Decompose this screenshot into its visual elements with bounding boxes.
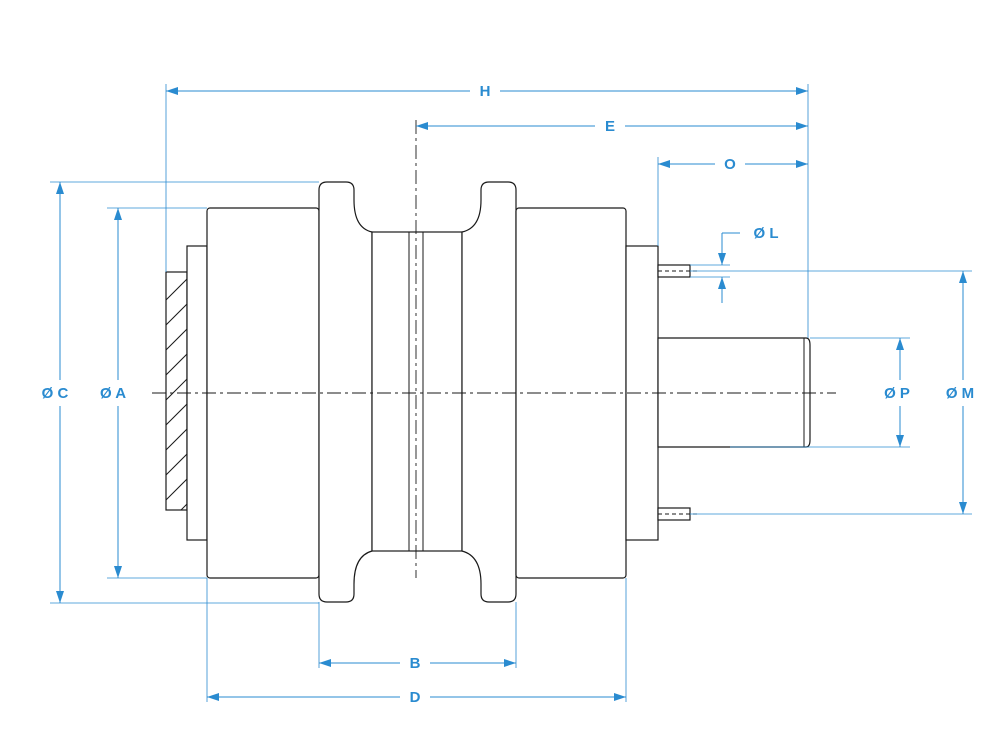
dimension-labels: H E O Ø L Ø C Ø A Ø P Ø M B D (42, 83, 975, 706)
label-c: Ø C (42, 385, 69, 402)
label-p: Ø P (884, 385, 910, 402)
center-tread (371, 231, 463, 552)
label-e: E (605, 118, 615, 135)
hatching (166, 278, 187, 510)
label-m: Ø M (946, 385, 974, 402)
right-flange (461, 181, 517, 603)
dimension-lines (56, 87, 967, 701)
label-b: B (410, 655, 421, 672)
shaft (657, 337, 811, 448)
roller-body (152, 120, 836, 603)
label-h: H (480, 83, 491, 100)
label-o: O (724, 156, 736, 173)
label-a: Ø A (100, 385, 126, 402)
label-d: D (410, 689, 421, 706)
left-flange (318, 181, 373, 603)
label-l: Ø L (754, 225, 779, 242)
